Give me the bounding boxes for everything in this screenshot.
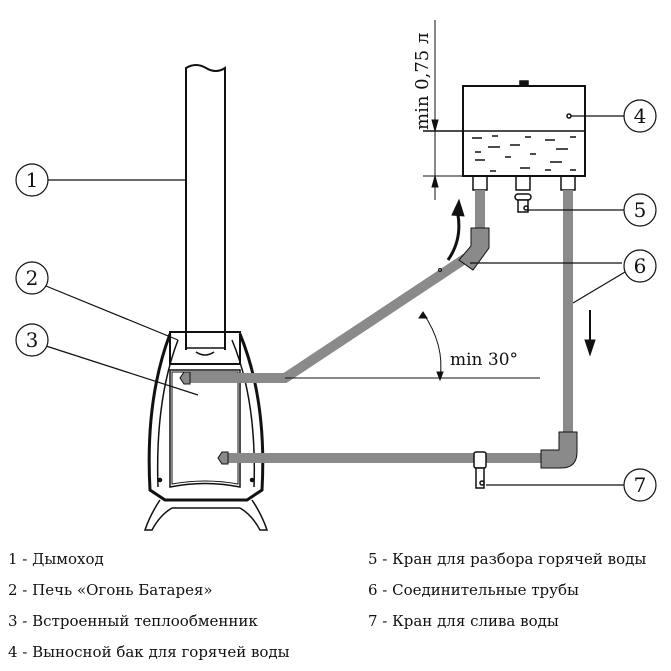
stove <box>143 331 269 531</box>
elbow-upper <box>458 227 490 271</box>
svg-text:7: 7 <box>634 473 647 497</box>
connecting-pipes <box>190 190 573 463</box>
callout-1: 1 <box>15 163 49 197</box>
svg-text:3: 3 <box>26 328 39 352</box>
callout-6: 6 <box>623 249 657 283</box>
callout-5: 5 <box>623 193 657 227</box>
legend-item-5: 5 - Кран для разбора горячей воды <box>368 550 647 568</box>
chimney <box>185 64 226 350</box>
legend-item-6: 6 - Соединительные трубы <box>368 581 579 599</box>
hot-water-valve[interactable] <box>514 193 532 213</box>
hot-water-tank <box>423 80 586 191</box>
legend-item-4: 4 - Выносной бак для горячей воды <box>8 643 290 661</box>
callout-4: 4 <box>623 99 657 133</box>
callout-2: 2 <box>15 261 49 295</box>
legend-item-2: 2 - Печь «Огонь Батарея» <box>8 581 213 599</box>
angle-annotation: min 30° <box>450 350 518 370</box>
svg-text:5: 5 <box>634 198 647 222</box>
callout-3: 3 <box>15 323 49 357</box>
svg-text:2: 2 <box>26 266 39 290</box>
callout-7: 7 <box>623 468 657 502</box>
svg-text:1: 1 <box>26 168 39 192</box>
height-annotation: min 0,75 л <box>412 33 433 130</box>
legend-item-7: 7 - Кран для слива воды <box>368 612 559 630</box>
drain-valve[interactable] <box>473 451 487 489</box>
legend-item-3: 3 - Встроенный теплообменник <box>8 612 258 630</box>
svg-text:6: 6 <box>634 254 647 278</box>
elbow-lower <box>540 431 578 469</box>
legend-item-1: 1 - Дымоход <box>8 550 104 568</box>
svg-text:4: 4 <box>634 104 647 128</box>
